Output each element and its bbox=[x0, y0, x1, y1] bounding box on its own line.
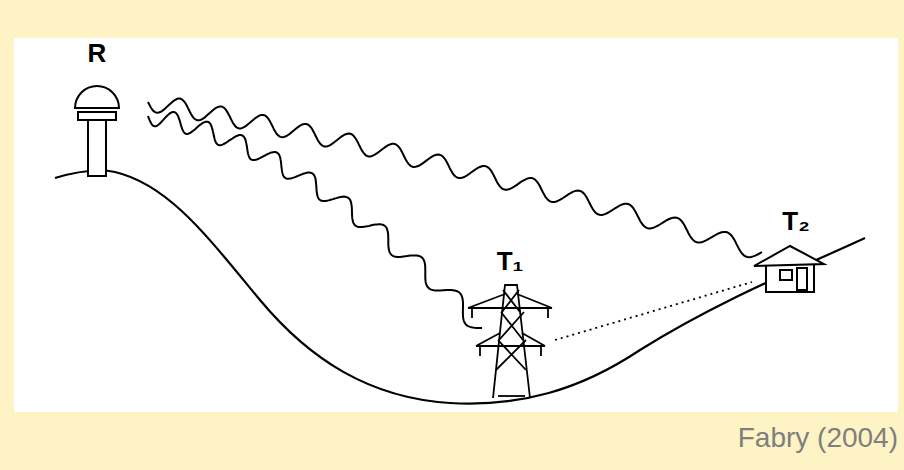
house bbox=[754, 246, 824, 292]
white-panel bbox=[14, 38, 898, 412]
target-label: T₂ bbox=[782, 208, 809, 234]
source-caption: Fabry (2004) bbox=[738, 422, 898, 454]
power-tower bbox=[468, 285, 552, 398]
radar-label: R bbox=[88, 40, 107, 66]
target-label: T₁ bbox=[497, 248, 524, 274]
radar-wave bbox=[148, 112, 482, 328]
radar-wave bbox=[148, 99, 762, 258]
terrain bbox=[55, 170, 865, 403]
dotted-line bbox=[555, 282, 752, 340]
radar-tower bbox=[75, 86, 119, 176]
